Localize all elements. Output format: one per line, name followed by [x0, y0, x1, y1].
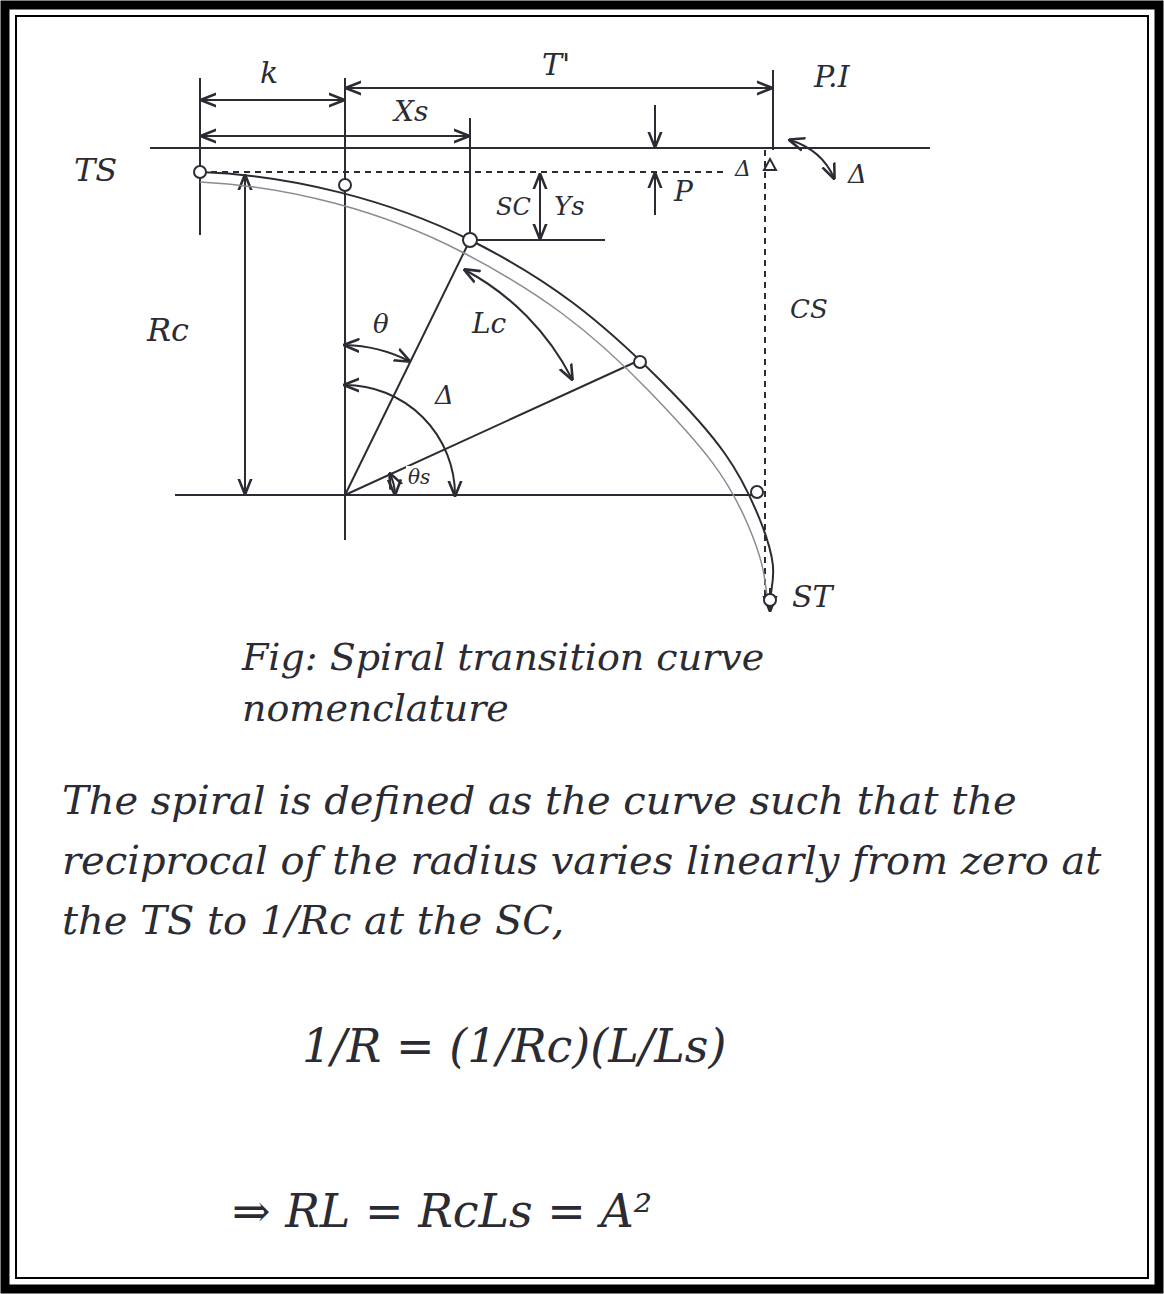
radius-line [175, 494, 760, 496]
figure-caption: Fig: Spiral transition curve nomenclatur… [240, 632, 884, 735]
dimension-arrow [244, 176, 246, 493]
angle-arc [345, 345, 409, 361]
dimension-arrow [347, 87, 771, 89]
definition-text: The spiral is defined as the curve such … [60, 770, 1104, 950]
radius-line [345, 240, 470, 495]
pi-triangle [764, 159, 776, 170]
angle-label: Δ [846, 160, 869, 190]
dimension-label: Ys [552, 192, 587, 222]
point-label: ST [790, 580, 835, 615]
inner-frame [16, 16, 1148, 1278]
dimension-label: Lc [470, 308, 508, 340]
angle-label: θs [406, 466, 432, 489]
outer-frame [5, 5, 1159, 1289]
dimension-arrow [202, 135, 468, 137]
dimension-label: Xs [392, 96, 430, 128]
point-label: TS [72, 152, 119, 189]
dimension-label: P [672, 176, 695, 208]
dimension-arrow [654, 105, 656, 146]
dimension-label: k [258, 56, 280, 91]
dimension-arrow [539, 175, 541, 238]
point-marker [634, 356, 646, 368]
deflection-arrow [790, 140, 834, 178]
extension-line [344, 78, 346, 540]
circular-curve [200, 182, 768, 600]
extension-line [772, 70, 774, 150]
angle-label: Δ [733, 156, 753, 181]
dimension-arrow [654, 174, 656, 215]
point-marker [463, 233, 477, 247]
point-marker [339, 179, 351, 191]
spiral-curve [200, 172, 773, 600]
radius-line [345, 360, 640, 495]
extension-line [199, 78, 201, 235]
equation: ⇒ RL = RcLs = A² [230, 1185, 654, 1238]
offset-dashed-line [200, 171, 728, 173]
tangent-line [150, 147, 930, 149]
angle-label: Δ [433, 381, 456, 411]
angle-label: θ [371, 310, 391, 340]
point-marker [751, 486, 763, 498]
point-label: P.I [812, 60, 852, 95]
dimension-arrow [202, 99, 343, 101]
point-marker [764, 594, 776, 606]
point-marker [194, 166, 206, 178]
dimension-label: T' [540, 48, 572, 83]
point-label: SC [494, 194, 533, 222]
point-label: CS [788, 295, 830, 325]
dimension-label: Rc [145, 312, 191, 349]
equation: 1/R = (1/Rc)(L/Ls) [300, 1020, 728, 1073]
extension-line [470, 239, 605, 241]
arc-length-arrow [465, 270, 572, 379]
angle-arc [390, 474, 395, 494]
extension-line [469, 118, 471, 240]
